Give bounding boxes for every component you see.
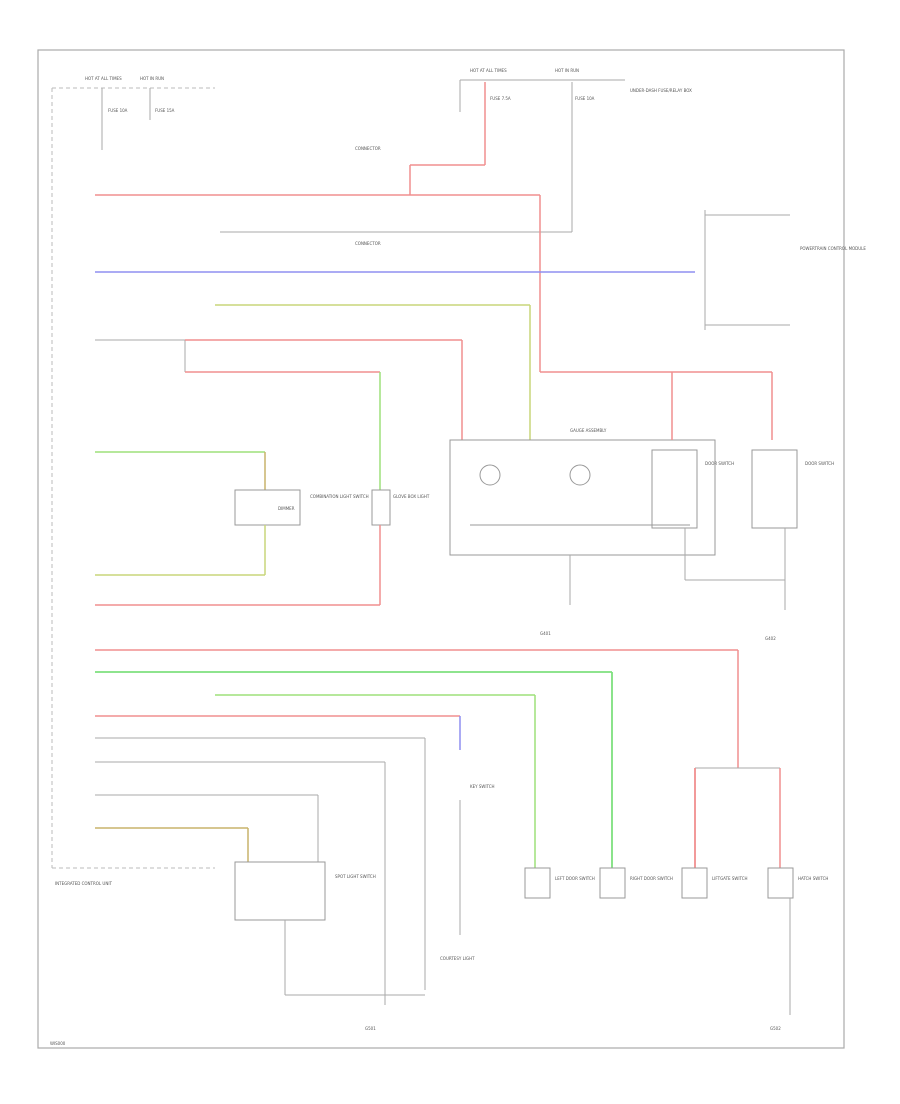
glove-box-label: GLOVE BOX LIGHT	[393, 494, 430, 499]
door-switch-box-1	[651, 449, 698, 529]
combination-light-label: COMBINATION LIGHT SWITCH	[310, 494, 369, 499]
hatch-label: HATCH SWITCH	[798, 876, 828, 881]
hot-label-3: HOT AT ALL TIMES	[470, 68, 507, 73]
fuse-label-b: FUSE 15A	[155, 108, 175, 113]
courtesy-light-label: COURTESY LIGHT	[440, 956, 475, 961]
combination-switch-box	[234, 489, 301, 526]
gauge-bulb-1	[479, 464, 501, 486]
left-door-switch-box	[524, 867, 551, 899]
door-switch-label-2: DOOR SWITCH	[805, 461, 834, 466]
left-door-label: LEFT DOOR SWITCH	[555, 876, 595, 881]
fuse-label-d: FUSE 10A	[575, 96, 595, 101]
ground-d-label: G502	[770, 1026, 781, 1031]
liftgate-switch-box	[681, 867, 708, 899]
spotlight-label: SPOT LIGHT SWITCH	[335, 874, 376, 879]
hatch-switch-box	[767, 867, 794, 899]
right-door-label: RIGHT DOOR SWITCH	[630, 876, 673, 881]
under-dash-label: UNDER-DASH FUSE/RELAY BOX	[630, 88, 692, 93]
hot-label-2: HOT IN RUN	[140, 76, 164, 81]
gauge-assembly-label: GAUGE ASSEMBLY	[570, 428, 607, 433]
gauge-bulb-2	[569, 464, 591, 486]
ground-c-label: G501	[365, 1026, 376, 1031]
liftgate-label: LIFTGATE SWITCH	[712, 876, 748, 881]
diagram-frame	[37, 49, 845, 1049]
hot-label-4: HOT IN RUN	[555, 68, 579, 73]
integrated-unit-label: INTEGRATED CONTROL UNIT	[55, 881, 113, 886]
fuse-label-a: FUSE 10A	[108, 108, 128, 113]
ground-a-label: G401	[540, 631, 551, 636]
gauge-assembly-box	[449, 439, 716, 556]
fuse-label-c: FUSE 7.5A	[490, 96, 511, 101]
right-door-switch-box	[599, 867, 626, 899]
ground-b-label: G402	[765, 636, 776, 641]
door-switch-label-1: DOOR SWITCH	[705, 461, 734, 466]
connector-a-label: CONNECTOR	[355, 146, 381, 151]
hot-label-1: HOT AT ALL TIMES	[85, 76, 122, 81]
footer-id: WIS000	[50, 1041, 66, 1046]
pcm-label: POWERTRAIN CONTROL MODULE	[800, 246, 866, 251]
dimmer-label: DIMMER	[278, 506, 295, 511]
key-switch-label: KEY SWITCH	[470, 784, 495, 789]
door-switch-box-2	[751, 449, 798, 529]
connector-b-label: CONNECTOR	[355, 241, 381, 246]
glove-box-switch-box	[371, 489, 391, 526]
spotlight-switch-box	[234, 861, 326, 921]
